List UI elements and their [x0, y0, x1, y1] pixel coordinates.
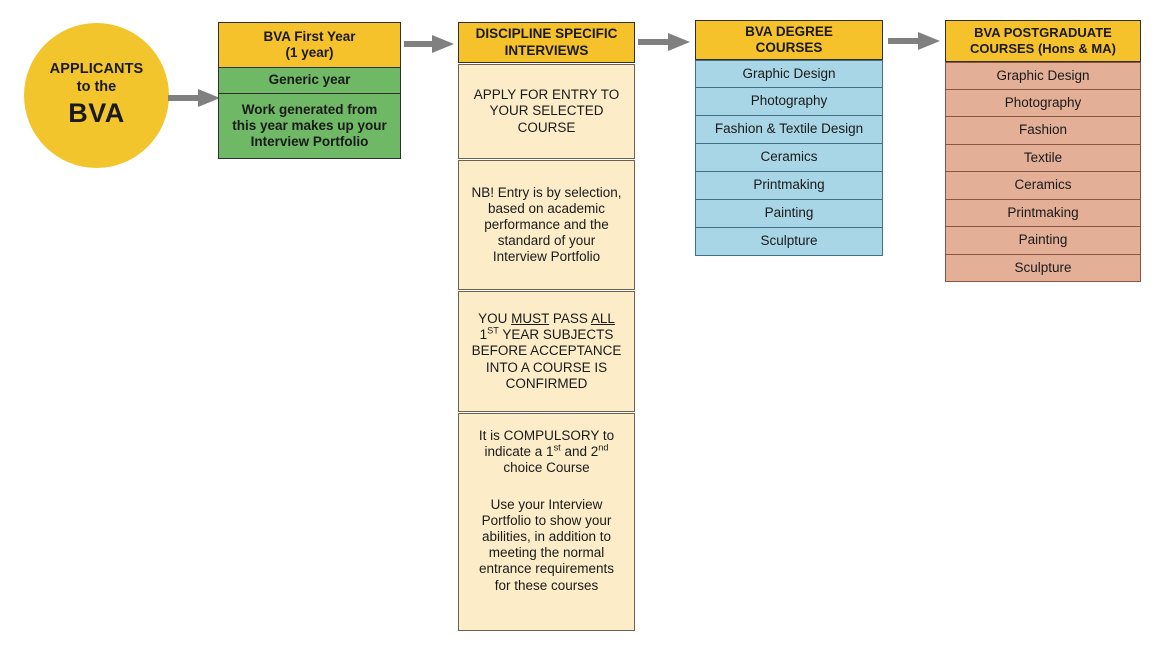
portfolio-line3: Interview Portfolio	[250, 134, 369, 150]
postgraduate-course-item[interactable]: Printmaking	[945, 199, 1141, 227]
degree-course-item[interactable]: Fashion & Textile Design	[695, 116, 883, 144]
postgraduate-course-label: Printmaking	[1007, 204, 1079, 220]
choice-para2-line5: entrance requirements	[478, 561, 615, 577]
degree-course-label: Sculpture	[760, 233, 818, 249]
pass-line4: INTO A COURSE IS	[485, 359, 608, 375]
choice-line2-a: indicate a 1	[484, 444, 554, 460]
choice-line2: indicate a 1st and 2nd	[484, 442, 609, 460]
postgraduate-course-item[interactable]: Graphic Design	[945, 62, 1141, 90]
pass-line5: CONFIRMED	[505, 375, 588, 391]
degree-course-label: Ceramics	[760, 149, 818, 165]
degree-header-line2: COURSES	[755, 40, 823, 55]
interviews-note-choice: It is COMPULSORY to indicate a 1st and 2…	[458, 413, 635, 631]
arrow-applicants-to-first-year	[168, 87, 222, 109]
postgraduate-course-item[interactable]: Ceramics	[945, 172, 1141, 200]
postgraduate-course-label: Painting	[1018, 232, 1068, 248]
postgraduate-course-item[interactable]: Textile	[945, 144, 1141, 172]
postgraduate-course-label: Graphic Design	[996, 67, 1090, 83]
degree-course-label: Painting	[764, 205, 814, 221]
choice-para2-line4: meeting the normal	[488, 545, 605, 561]
apply-line2: YOUR SELECTED COURSE	[489, 103, 604, 135]
applicants-line1: APPLICANTS	[49, 61, 144, 78]
selection-line2: based on academic	[487, 200, 606, 216]
pass-line1-c: PASS	[549, 311, 591, 327]
arrow-interviews-to-degree	[638, 31, 692, 53]
choice-line1: It is COMPULSORY to	[478, 428, 615, 443]
pass-line1: YOU MUST PASS ALL	[478, 311, 615, 327]
generic-year-label: Generic year	[268, 72, 351, 88]
choice-para2-line6: for these courses	[494, 577, 599, 593]
pass-all: ALL	[590, 311, 615, 327]
postgraduate-course-item[interactable]: Painting	[945, 227, 1141, 255]
pass-line2-sup: ST	[487, 325, 499, 336]
postgraduate-course-item[interactable]: Photography	[945, 89, 1141, 117]
choice-sup-st: st	[553, 442, 561, 453]
degree-courses-header: BVA DEGREE COURSES	[695, 20, 883, 60]
degree-course-item[interactable]: Sculpture	[695, 228, 883, 256]
postgraduate-course-item[interactable]: Fashion	[945, 117, 1141, 145]
pass-line2-b: YEAR SUBJECTS	[498, 327, 614, 343]
applicants-line3: BVA	[68, 97, 125, 128]
choice-para2-line1: Use your Interview	[490, 496, 603, 512]
applicants-line2: to the	[76, 78, 117, 95]
postgraduate-course-label: Textile	[1023, 149, 1063, 165]
choice-line3: choice Course	[503, 460, 590, 476]
choice-sup-nd: nd	[598, 442, 609, 453]
arrow-degree-to-postgraduate	[888, 30, 942, 52]
degree-course-label: Graphic Design	[742, 65, 836, 81]
selection-line5: Interview Portfolio	[492, 249, 601, 265]
choice-line2-b: and 2	[560, 444, 599, 460]
first-year-portfolio: Work generated from this year makes up y…	[218, 94, 401, 159]
pass-line2-a: 1	[479, 327, 488, 343]
postgrad-header-line1: BVA POSTGRADUATE	[974, 25, 1112, 41]
degree-course-label: Photography	[750, 93, 828, 109]
interviews-note-apply: APPLY FOR ENTRY TO YOUR SELECTED COURSE	[458, 64, 635, 159]
choice-para2-line3: abilities, in addition to	[481, 528, 612, 544]
pass-line1-a: YOU	[478, 311, 512, 327]
interviews-note-pass: YOU MUST PASS ALL 1ST YEAR SUBJECTS BEFO…	[458, 291, 635, 412]
postgraduate-courses-header: BVA POSTGRADUATE COURSES (Hons & MA)	[945, 20, 1141, 62]
selection-line3: performance and the	[484, 216, 609, 232]
postgrad-header-line2: COURSES (Hons & MA)	[970, 41, 1116, 56]
selection-line4: standard of your	[497, 233, 596, 249]
degree-course-label: Printmaking	[753, 177, 825, 193]
arrow-first-year-to-interviews	[404, 33, 456, 55]
interviews-header-line1: DISCIPLINE SPECIFIC	[475, 26, 618, 42]
degree-course-item[interactable]: Photography	[695, 88, 883, 116]
first-year-header-line2: (1 year)	[285, 45, 334, 60]
pass-line2: 1ST YEAR SUBJECTS	[479, 325, 614, 343]
pass-line3: BEFORE ACCEPTANCE	[471, 343, 622, 359]
postgraduate-course-label: Photography	[1004, 94, 1082, 110]
degree-course-label: Fashion & Textile Design	[714, 121, 864, 137]
applicants-circle: APPLICANTS to the BVA	[24, 23, 169, 168]
postgraduate-course-item[interactable]: Sculpture	[945, 254, 1141, 282]
first-year-header: BVA First Year (1 year)	[218, 22, 401, 68]
degree-header-line1: BVA DEGREE	[745, 23, 833, 39]
pass-must: MUST	[511, 311, 550, 327]
degree-course-item[interactable]: Graphic Design	[695, 60, 883, 88]
first-year-header-line1: BVA First Year	[263, 28, 356, 44]
portfolio-line2: this year makes up your	[232, 117, 387, 133]
postgraduate-course-label: Fashion	[1018, 122, 1068, 138]
degree-course-item[interactable]: Printmaking	[695, 172, 883, 200]
postgraduate-course-label: Sculpture	[1014, 259, 1072, 275]
interviews-header-line2: INTERVIEWS	[504, 42, 589, 58]
selection-line1: NB! Entry is by selection,	[471, 184, 622, 200]
interviews-header: DISCIPLINE SPECIFIC INTERVIEWS	[458, 22, 635, 63]
apply-line1: APPLY FOR ENTRY TO	[473, 87, 620, 103]
postgraduate-course-label: Ceramics	[1014, 177, 1072, 193]
degree-course-item[interactable]: Painting	[695, 200, 883, 228]
degree-course-item[interactable]: Ceramics	[695, 144, 883, 172]
first-year-generic-year: Generic year	[218, 68, 401, 94]
portfolio-line1: Work generated from	[241, 101, 378, 117]
choice-para2-line2: Portfolio to show your	[481, 512, 612, 528]
interviews-note-selection: NB! Entry is by selection, based on acad…	[458, 160, 635, 290]
